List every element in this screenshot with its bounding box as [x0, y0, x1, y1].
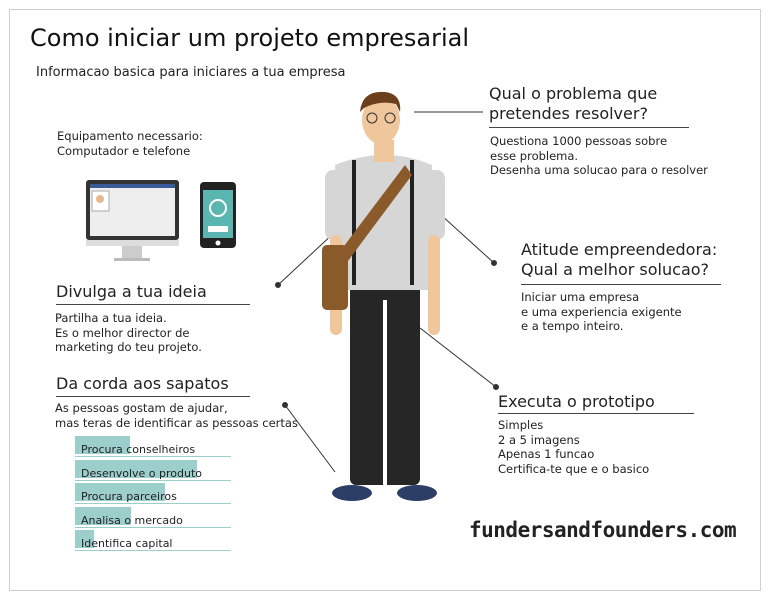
- brand-url[interactable]: fundersandfounders.com: [469, 518, 737, 542]
- devices-illustration: [86, 180, 236, 261]
- frame: [9, 9, 761, 591]
- phone-icon: [200, 182, 236, 248]
- step-bar: Analisa o mercado: [75, 506, 231, 528]
- divider: [521, 284, 721, 285]
- page-title: Como iniciar um projeto empresarial: [30, 24, 469, 52]
- corda-text: As pessoas gostam de ajudar,mas teras de…: [55, 401, 298, 430]
- subtitle: Informacao basica para iniciares a tua e…: [36, 65, 346, 80]
- step-bar-fill: [75, 506, 132, 525]
- step-label: Procura parceiros: [81, 490, 177, 503]
- corda-heading: Da corda aos sapatos: [56, 374, 229, 393]
- attitude-heading: Atitude empreendedora:Qual a melhor solu…: [521, 240, 718, 279]
- step-bar: Desenvolve o produto: [75, 459, 231, 481]
- step-bar-fill: [75, 483, 166, 501]
- step-label: Identifica capital: [81, 537, 173, 550]
- step-bar: Procura parceiros: [75, 483, 231, 504]
- prototipo-heading: Executa o prototipo: [498, 392, 655, 411]
- step-bar: Identifica capital: [75, 530, 231, 551]
- step-label: Desenvolve o produto: [81, 466, 202, 480]
- step-bar: Procura conselheiros: [75, 436, 231, 457]
- divider: [498, 413, 694, 414]
- equipment-text: Equipamento necessario:Computador e tele…: [57, 129, 203, 158]
- person: [322, 91, 445, 501]
- monitor-icon: [86, 180, 179, 261]
- step-label: Procura conselheiros: [81, 443, 196, 456]
- step-bar-fill: [75, 436, 130, 454]
- divider: [56, 304, 250, 305]
- step-label: Analisa o mercado: [81, 513, 183, 527]
- divider: [56, 396, 250, 397]
- step-bar-fill: [75, 530, 94, 548]
- divider: [489, 127, 689, 128]
- divulga-heading: Divulga a tua ideia: [56, 282, 207, 301]
- divulga-text: Partilha a tua ideia.Es o melhor directo…: [55, 311, 202, 354]
- step-bar-fill: [75, 459, 197, 478]
